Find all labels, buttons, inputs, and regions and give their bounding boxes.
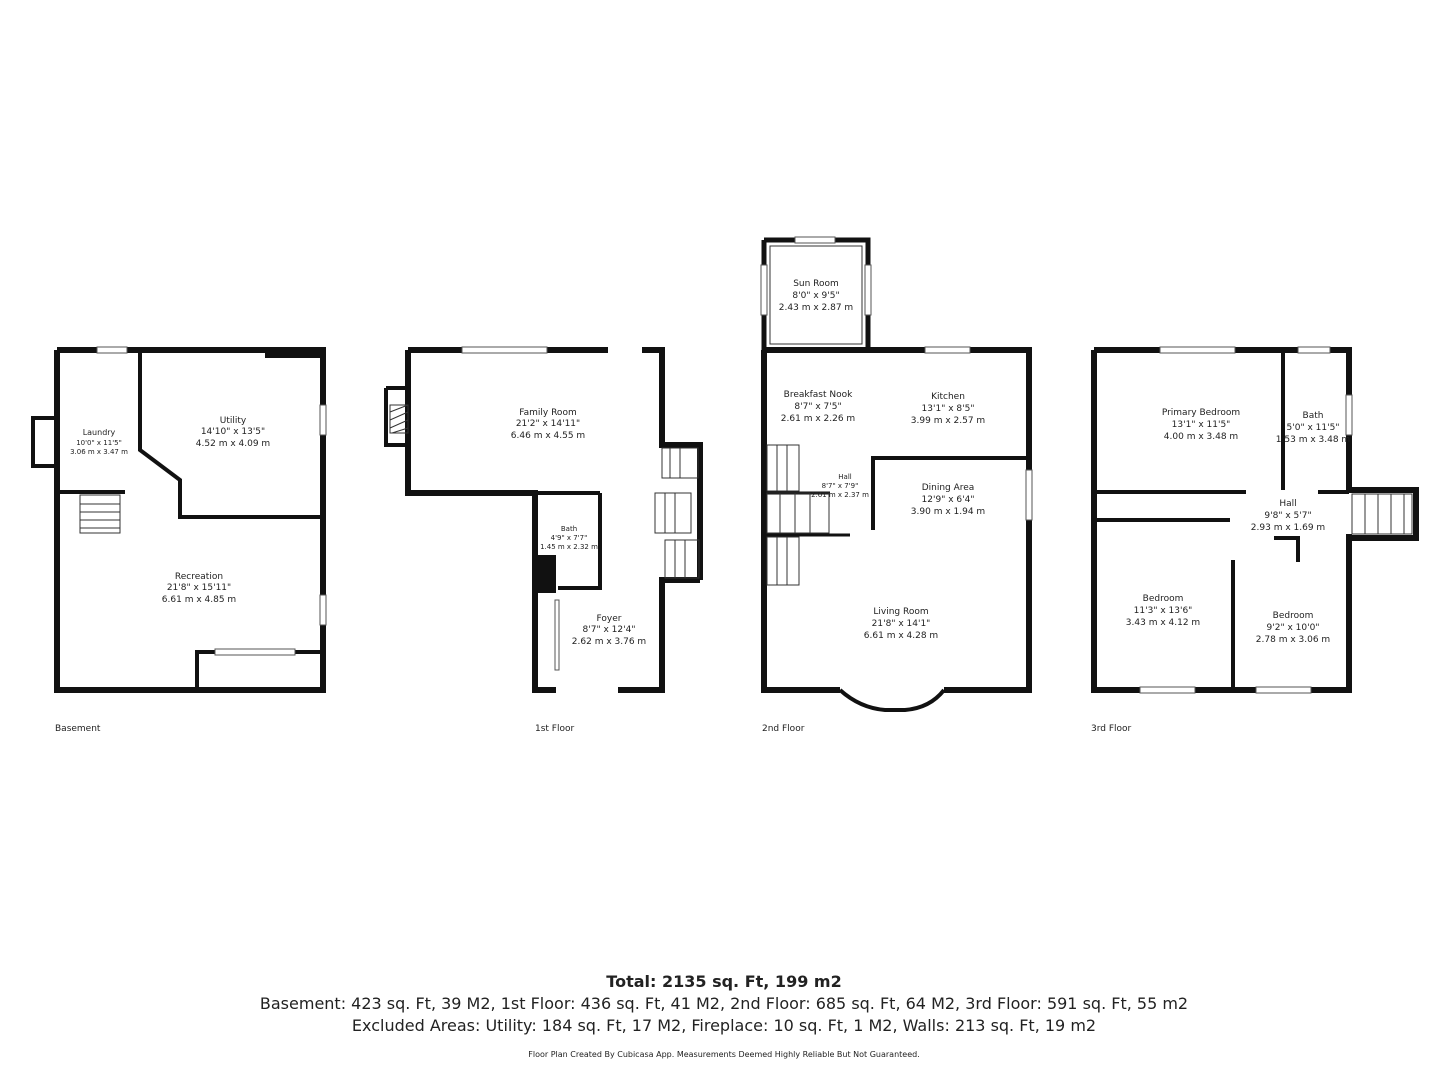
room-name-second-5: Living Room [873,607,928,617]
fireplace-hatch [389,404,409,434]
room-metric-first-1: 1.45 m x 2.32 m [540,543,598,551]
third-floor-room-labels: Primary Bedroom 13'1" x 11'5" 4.00 m x 3.4… [1126,408,1350,645]
excluded-areas: Excluded Areas: Utility: 184 sq. Ft, 17 … [351,1016,1097,1035]
total-area: Total: 2135 sq. Ft, 199 m2 [606,972,842,991]
room-metric-second-2: 3.99 m x 2.57 m [911,416,985,426]
room-metric-third-4: 2.78 m x 3.06 m [1256,635,1330,645]
room-metric-basement-2: 6.61 m x 4.85 m [162,595,236,605]
room-name-second-3: Hall [838,473,851,481]
room-metric-second-3: 2.61 m x 2.37 m [811,491,869,499]
room-imperial-third-0: 13'1" x 11'5" [1172,420,1231,430]
room-imperial-first-1: 4'9" x 7'7" [551,534,588,542]
room-metric-first-2: 2.62 m x 3.76 m [572,637,646,647]
basement-room-labels: Laundry 10'0" x 11'5"3.06 m x 3.47 m Util… [70,416,270,605]
room-metric-second-5: 6.61 m x 4.28 m [864,631,938,641]
sun-room-inner [769,245,863,345]
room-name-basement-0: Laundry [83,428,116,437]
windows [96,236,1353,694]
room-name-basement-1: Utility [220,416,247,426]
room-metric-second-4: 3.90 m x 1.94 m [911,507,985,517]
room-metric-second-1: 2.61 m x 2.26 m [781,414,855,424]
room-imperial-third-1: 5'0" x 11'5" [1287,423,1340,433]
room-imperial-second-5: 21'8" x 14'1" [872,619,931,629]
room-metric-third-0: 4.00 m x 3.48 m [1164,432,1238,442]
floor-label-second: 2nd Floor [762,724,805,734]
room-name-third-0: Primary Bedroom [1162,408,1240,418]
room-name-first-1: Bath [561,525,577,533]
room-metric-third-2: 2.93 m x 1.69 m [1251,523,1325,533]
room-imperial-basement-2: 21'8" x 15'11" [167,583,231,593]
room-name-second-2: Kitchen [931,392,965,402]
floor-label-first: 1st Floor [535,724,574,734]
room-imperial-basement-0: 10'0" x 11'5" [76,439,122,447]
room-metric-first-0: 6.46 m x 4.55 m [511,431,585,441]
floor-label-basement: Basement [55,724,101,734]
floor-areas: Basement: 423 sq. Ft, 39 M2, 1st Floor: … [259,994,1189,1013]
basement-wall-block [265,350,323,358]
room-imperial-second-0: 8'0" x 9'5" [792,291,839,301]
third-floor-stairs [1351,493,1413,535]
room-metric-basement-1: 4.52 m x 4.09 m [196,439,270,449]
room-imperial-third-2: 9'8" x 5'7" [1264,511,1311,521]
first-floor-walls [384,347,703,693]
room-imperial-basement-1: 14'10" x 13'5" [201,427,265,437]
floor-label-third: 3rd Floor [1091,724,1132,734]
room-imperial-second-3: 8'7" x 7'9" [822,482,859,490]
room-imperial-first-2: 8'7" x 12'4" [583,625,636,635]
room-imperial-third-3: 11'3" x 13'6" [1134,606,1193,616]
basement-walls [31,347,326,693]
room-name-third-3: Bedroom [1143,594,1184,604]
room-imperial-third-4: 9'2" x 10'0" [1267,623,1320,633]
room-name-second-1: Breakfast Nook [784,390,853,400]
room-name-second-4: Dining Area [922,483,975,493]
basement-stairs [79,494,121,534]
first-floor-stairs [654,447,700,579]
second-floor-stairs [766,444,830,586]
room-name-third-4: Bedroom [1273,611,1314,621]
room-name-second-0: Sun Room [793,279,839,289]
room-name-third-1: Bath [1303,411,1324,421]
credit-note: Floor Plan Created By Cubicasa App. Meas… [528,1050,920,1059]
room-metric-third-3: 3.43 m x 4.12 m [1126,618,1200,628]
room-name-third-2: Hall [1279,499,1296,509]
room-imperial-second-1: 8'7" x 7'5" [794,402,841,412]
room-metric-second-0: 2.43 m x 2.87 m [779,303,853,313]
room-metric-third-1: 1.53 m x 3.48 m [1276,435,1350,445]
room-name-basement-2: Recreation [175,572,223,582]
utility-block [538,555,556,593]
room-imperial-first-0: 21'2" x 14'11" [516,419,580,429]
room-name-first-0: Family Room [519,408,576,418]
second-floor-room-labels: Sun Room 8'0" x 9'5" 2.43 m x 2.87 m Break… [779,279,985,641]
room-imperial-second-2: 13'1" x 8'5" [922,404,975,414]
room-imperial-second-4: 12'9" x 6'4" [922,495,975,505]
room-name-first-2: Foyer [597,614,622,624]
room-metric-basement-0: 3.06 m x 3.47 m [70,448,128,456]
